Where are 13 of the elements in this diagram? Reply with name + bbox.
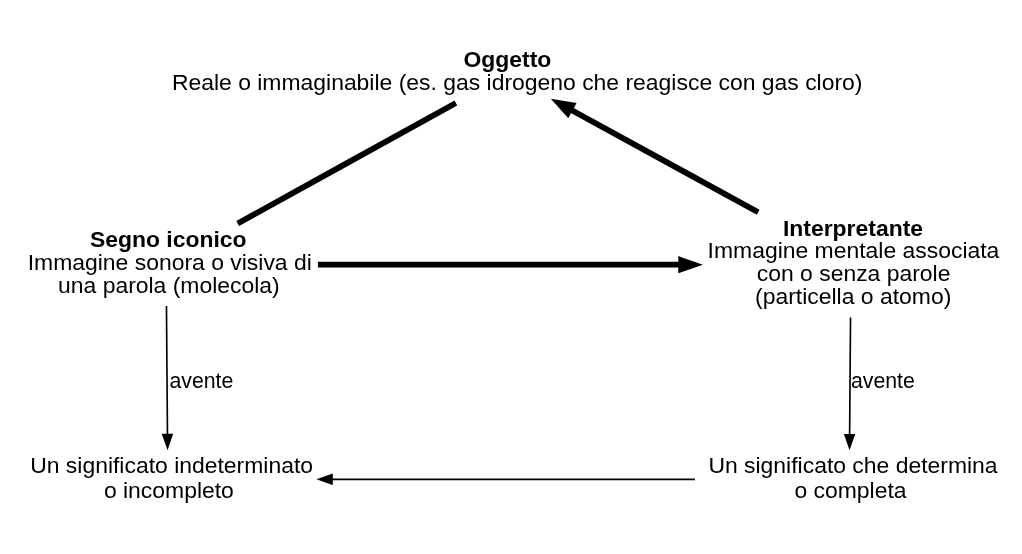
arrow — [317, 256, 703, 274]
arrow — [161, 305, 174, 451]
node-text: Un significato che determina o completa — [708, 452, 998, 503]
connector — [236, 100, 458, 226]
node-text: Un significato indeterminato o incompleto — [30, 452, 314, 503]
edge-label: avente — [169, 369, 234, 394]
node-text: Segno iconico Immagine sonora o visiva di una parola (molecola) — [27, 226, 312, 298]
node-text: Oggetto Reale o immaginabile (es. gas idrogeno che reagisce con gas cloro) — [171, 45, 863, 95]
arrow — [843, 316, 856, 451]
edge-label: avente — [850, 369, 915, 394]
arrow — [316, 473, 696, 486]
node-text: Interpretante Immagine mentale associata con o senza parole (particella o atomo) — [707, 214, 1000, 310]
arrow — [550, 98, 760, 215]
